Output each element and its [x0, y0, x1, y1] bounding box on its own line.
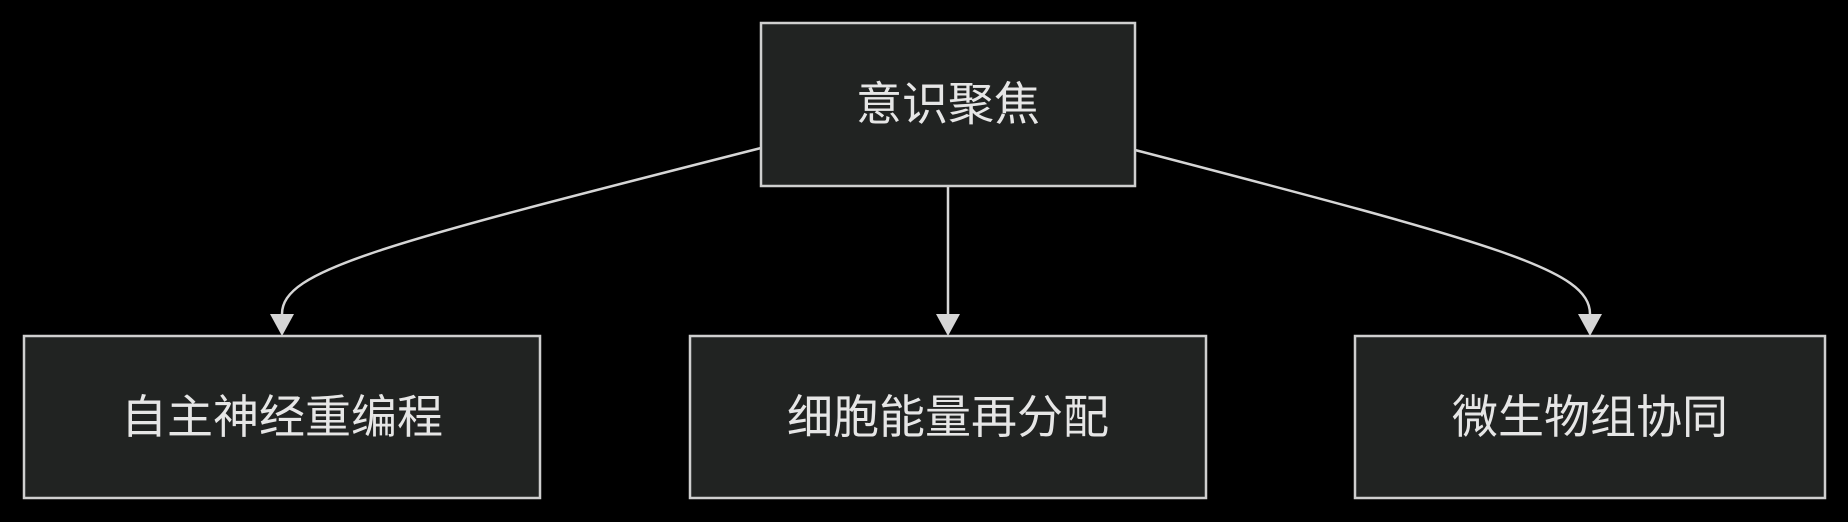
edge-root-to-right	[1134, 148, 1592, 315]
node-right: 微生物组协同	[1353, 334, 1827, 500]
edge-root-to-left	[280, 146, 762, 315]
arrowhead-middle	[936, 314, 960, 336]
node-root-label: 意识聚焦	[856, 77, 1040, 131]
node-middle-label: 细胞能量再分配	[787, 390, 1109, 444]
arrowhead-right	[1578, 314, 1602, 336]
node-left: 自主神经重编程	[22, 334, 542, 500]
arrowhead-left	[270, 314, 294, 336]
node-right-label: 微生物组协同	[1452, 390, 1728, 444]
node-left-label: 自主神经重编程	[121, 390, 443, 444]
node-root: 意识聚焦	[759, 21, 1137, 188]
node-middle: 细胞能量再分配	[688, 334, 1208, 500]
